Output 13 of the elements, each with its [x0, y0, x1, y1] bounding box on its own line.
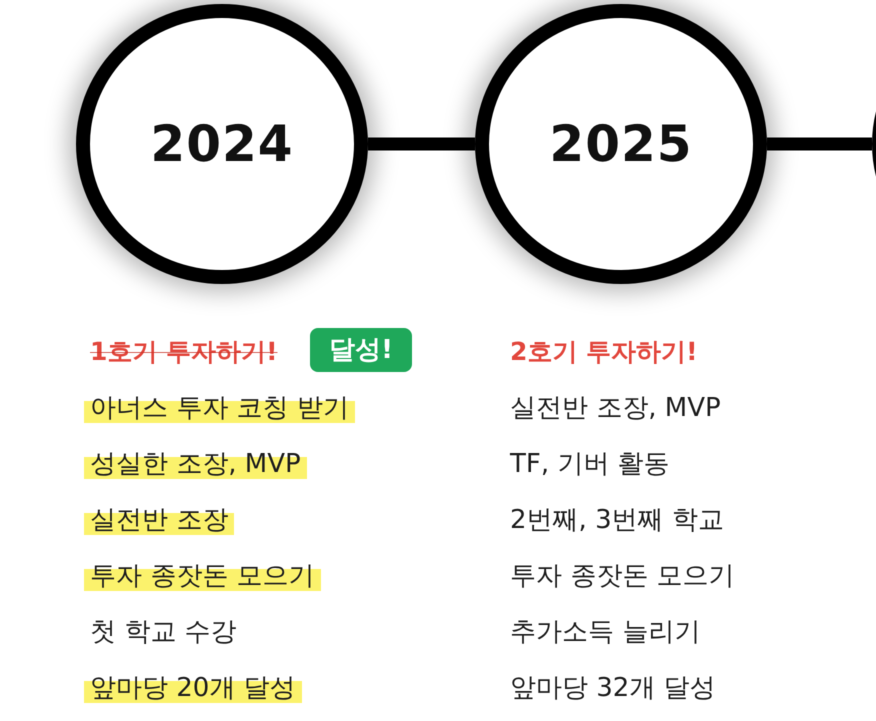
connector-line [767, 138, 872, 150]
achieved-badge: 달성! [310, 328, 412, 372]
goal-item: 실전반 조장, MVP [510, 392, 721, 425]
connector-line [368, 138, 475, 150]
goal-heading: 2호기 투자하기! [510, 337, 698, 367]
goal-item: 투자 종잣돈 모으기 [510, 560, 735, 593]
year-label: 2024 [150, 119, 294, 169]
goal-item: 앞마당 32개 달성 [510, 672, 716, 705]
goal-item: 추가소득 늘리기 [510, 616, 700, 649]
goal-item: 2번째, 3번째 학교 [510, 504, 724, 537]
year-label: 2025 [549, 119, 693, 169]
goal-item: TF, 기버 활동 [510, 448, 670, 481]
goal-item: 첫 학교 수강 [90, 616, 237, 649]
